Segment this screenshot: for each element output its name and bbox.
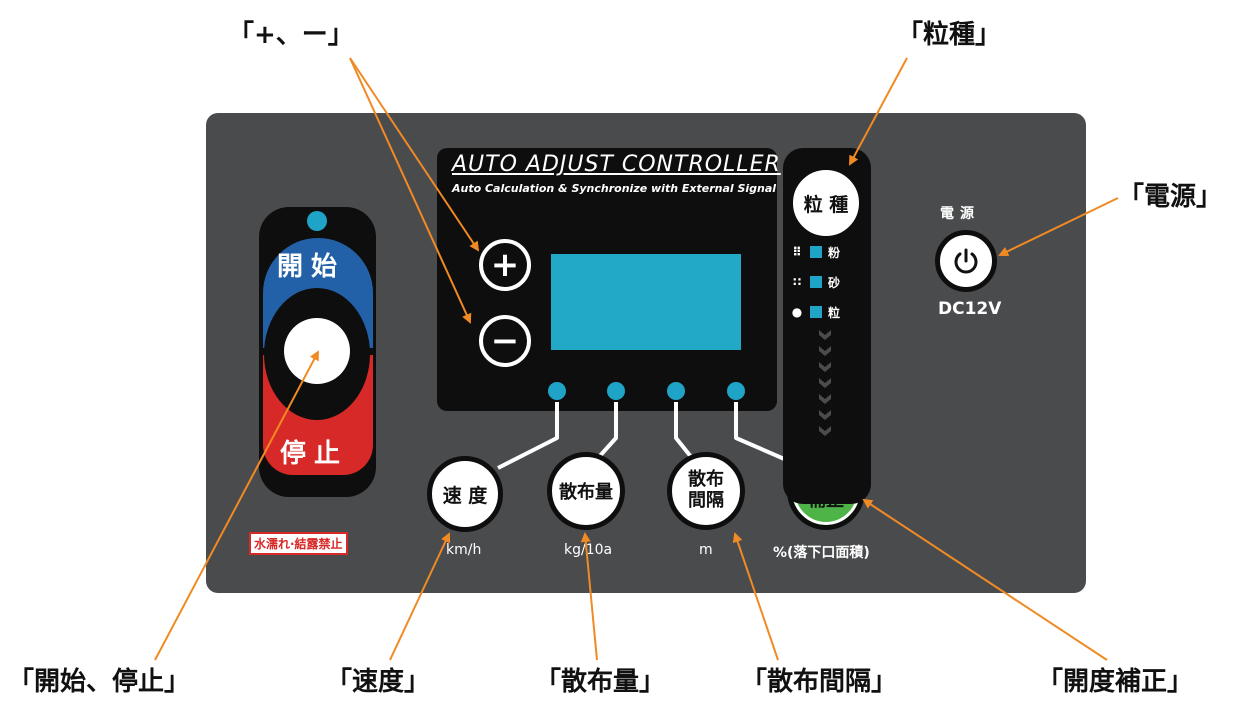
spread-interval-button-label: 散布 間隔 [688, 469, 724, 511]
granule-indicator [810, 306, 822, 318]
power-label: 電源 [940, 206, 980, 222]
chevron-down-icon [819, 426, 831, 436]
plus-icon: + [479, 239, 531, 291]
chevron-down-icon [819, 362, 831, 372]
spread-interval-unit: m [699, 542, 713, 558]
callout-spread-amount: 「散布量」 [535, 667, 666, 697]
spread-amount-unit: kg/10a [564, 542, 613, 558]
chevron-down-icon [819, 410, 831, 420]
minus-button[interactable]: − [473, 309, 537, 373]
speed-unit: km/h [446, 542, 482, 558]
callout-power: 「電源」 [1118, 182, 1223, 212]
grain-legend-label: 粉 [828, 245, 841, 260]
plus-button[interactable]: + [473, 233, 537, 297]
status-led [307, 211, 327, 231]
single-dot-icon: ● [791, 305, 803, 319]
grain-legend-sand: ∷ 砂 [790, 273, 840, 291]
grain-legend-label: 砂 [828, 275, 841, 290]
callout-plus-minus: 「+、ー」 [228, 20, 354, 50]
grain-legend-powder: ⠿ 粉 [790, 243, 840, 261]
grain-type-button[interactable]: 粒 種 [788, 165, 864, 241]
fine-dots-icon: ⠿ [792, 245, 802, 259]
spread-interval-led [665, 380, 687, 402]
four-dots-icon: ∷ [792, 275, 802, 289]
lcd-screen [551, 254, 741, 350]
powder-indicator [810, 246, 822, 258]
stop-label: 停止 [280, 439, 349, 469]
callout-opening-correction: 「開度補正」 [1037, 667, 1194, 697]
callout-grain-type: 「粒種」 [897, 20, 1002, 50]
voltage-label: DC12V [938, 299, 1002, 319]
speed-button[interactable]: 速 度 [427, 456, 503, 532]
power-button[interactable] [935, 230, 997, 292]
start-label: 開始 [277, 252, 346, 282]
spread-interval-button[interactable]: 散布 間隔 [667, 452, 745, 530]
speed-led [546, 380, 568, 402]
spread-amount-button[interactable]: 散布量 [547, 452, 625, 530]
chevron-down-icon [819, 378, 831, 388]
grain-type-button-label: 粒 種 [803, 193, 849, 216]
callout-speed: 「速度」 [326, 667, 431, 697]
callout-spread-interval: 「散布間隔」 [741, 667, 898, 697]
opening-correction-led [725, 380, 747, 402]
callout-start-stop: 「開始、停止」 [8, 667, 191, 697]
power-icon [954, 248, 978, 274]
grain-legend-granule: ● 粒 [790, 303, 840, 321]
controller-title: AUTO ADJUST CONTROLLER [452, 152, 781, 177]
speed-button-label: 速 度 [442, 484, 488, 507]
sand-indicator [810, 276, 822, 288]
spread-amount-button-label: 散布量 [559, 482, 613, 503]
grain-legend-label: 粒 [828, 305, 841, 320]
chevron-down-icon [819, 330, 831, 340]
warning-label: 水濡れ·結露禁止 [249, 532, 348, 555]
minus-icon: − [479, 315, 531, 367]
chevron-down-icon [819, 394, 831, 404]
opening-correction-unit: %(落下口面積) [773, 545, 870, 561]
spread-amount-led [605, 380, 627, 402]
controller-subtitle: Auto Calculation & Synchronize with Exte… [452, 182, 777, 195]
chevron-down-icon [819, 346, 831, 356]
